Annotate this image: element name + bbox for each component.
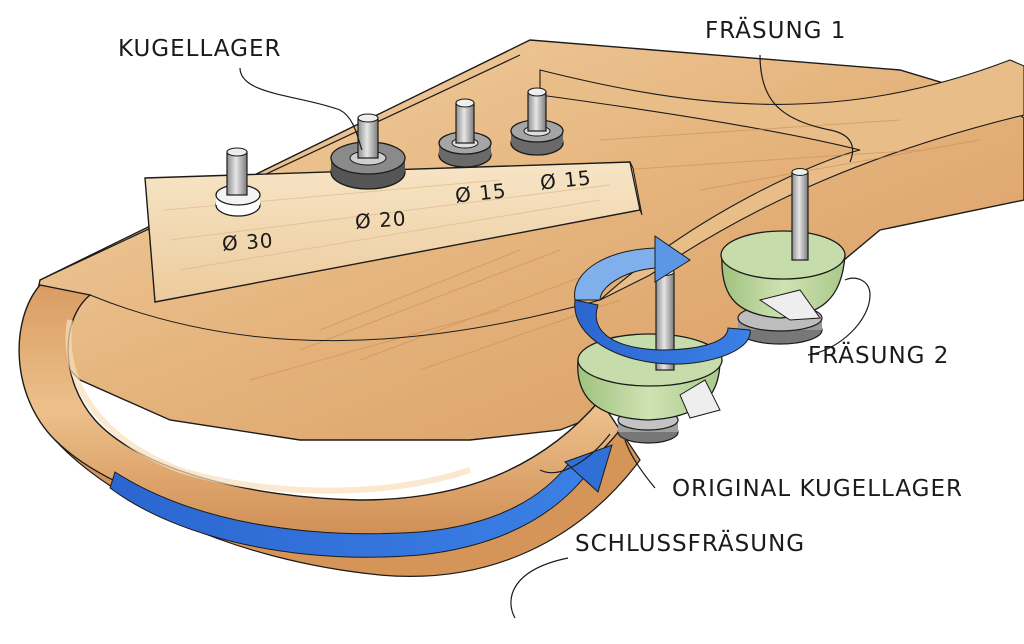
rotation-arrow xyxy=(574,235,751,365)
feed-arrow xyxy=(109,444,613,558)
wood-grain xyxy=(249,119,981,381)
bearing-size-15-a: Ø 15 xyxy=(453,178,508,208)
bearing-board-side xyxy=(629,161,643,216)
bearing-size-20: Ø 20 xyxy=(354,206,408,234)
band-edge-line xyxy=(89,294,601,342)
bearing-30 xyxy=(215,147,261,217)
final-cut-label: SCHLUSSFRÄSUNG xyxy=(575,531,806,557)
leader-lines xyxy=(239,54,871,619)
band-highlight xyxy=(65,319,471,494)
cutter-fraesung-2 xyxy=(720,168,846,345)
bearing-label: KUGELLAGER xyxy=(118,36,282,62)
routed-profile-upper xyxy=(539,59,1024,301)
bearing-15-b xyxy=(510,87,564,156)
bearing-size-30: Ø 30 xyxy=(221,228,275,256)
cut1-label: FRÄSUNG 1 xyxy=(705,18,847,44)
board-outline xyxy=(39,54,521,281)
original-bearing-label: ORIGINAL KUGELLAGER xyxy=(672,476,964,502)
bearing-size-15-b: Ø 15 xyxy=(538,165,593,195)
cut2-label: FRÄSUNG 2 xyxy=(808,343,950,369)
bearing-20 xyxy=(330,113,406,190)
bearing-15-a xyxy=(438,98,492,168)
